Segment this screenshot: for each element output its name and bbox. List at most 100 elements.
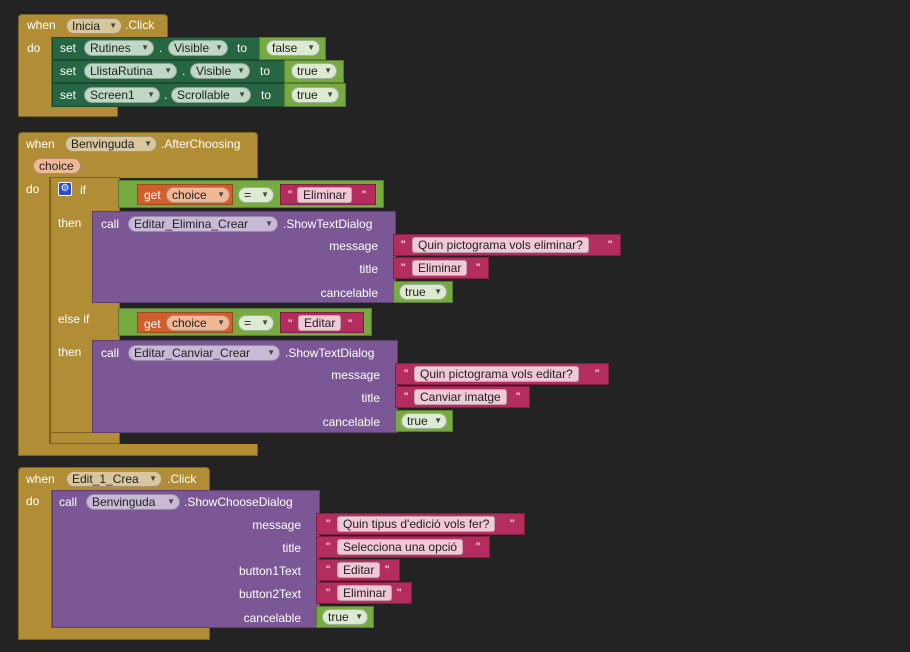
component-dropdown[interactable]: Screen1▼ [84,87,160,103]
component-dropdown[interactable]: Inicia▼ [66,18,122,34]
component-dropdown[interactable]: Benvinguda▼ [86,494,180,510]
gear-icon[interactable]: ⚙ [58,182,72,196]
message-value[interactable]: Quin pictograma vols editar? [414,366,579,382]
text-value[interactable]: Editar [298,315,342,331]
chevron-down-icon: ▼ [355,612,363,621]
boolean-dropdown[interactable]: true▼ [322,609,368,625]
close-quote: " [397,586,402,600]
message-label: message [252,518,301,532]
call-label: call [101,346,120,360]
chevron-down-icon: ▼ [141,43,149,52]
title-label: title [361,391,380,405]
button2text-label: button2Text [238,587,301,601]
dot-label: . [159,41,163,55]
chevron-down-icon: ▼ [307,43,315,52]
close-quote: " [608,238,613,252]
call-block[interactable] [52,490,320,628]
chevron-down-icon: ▼ [265,219,273,228]
chevron-down-icon: ▼ [147,90,155,99]
boolean-dropdown[interactable]: true▼ [291,63,337,79]
cancelable-label: cancelable [320,286,378,300]
title-value[interactable]: Selecciona una opció [337,539,464,555]
chevron-down-icon: ▼ [326,90,334,99]
open-quote: " [401,261,406,275]
open-quote: " [288,188,293,202]
set-label: set [60,64,77,78]
title-value[interactable]: Eliminar [412,260,468,276]
when-label: when [26,137,55,151]
open-quote: " [326,586,331,600]
event-body-left [18,490,52,630]
event-footer [18,444,258,456]
cancelable-label: cancelable [322,415,380,429]
chevron-down-icon: ▼ [267,348,275,357]
message-label: message [331,368,380,382]
close-quote: " [348,317,353,331]
close-quote: " [362,188,367,202]
else-if-label: else if [58,312,90,326]
then-label: then [58,216,82,230]
property-dropdown[interactable]: Visible▼ [168,40,228,56]
do-label: do [26,494,40,508]
text-value[interactable]: Eliminar [297,187,353,203]
boolean-dropdown[interactable]: true▼ [291,87,339,103]
open-quote: " [404,390,409,404]
to-label: to [260,64,271,78]
boolean-dropdown[interactable]: false▼ [266,40,320,56]
dot-label: . [164,88,168,102]
operator-dropdown[interactable]: =▼ [238,187,274,203]
chevron-down-icon: ▼ [237,66,245,75]
button1text-label: button1Text [238,564,301,578]
method-name: .ShowTextDialog [283,217,373,231]
chevron-down-icon: ▼ [238,90,246,99]
button1-value[interactable]: Editar [337,562,381,578]
boolean-dropdown[interactable]: true▼ [399,284,447,300]
close-quote: " [595,367,600,381]
set-label: set [60,41,77,55]
component-dropdown[interactable]: LlistaRutina▼ [84,63,177,79]
method-name: .ShowTextDialog [285,346,375,360]
component-dropdown[interactable]: Editar_Canviar_Crear▼ [128,345,280,361]
open-quote: " [326,540,331,554]
chevron-down-icon: ▼ [164,66,172,75]
component-dropdown[interactable]: Rutines▼ [84,40,154,56]
event-name: .Click [167,472,197,486]
property-dropdown[interactable]: Visible▼ [190,63,250,79]
when-label: when [26,472,55,486]
variable-dropdown[interactable]: choice▼ [166,315,230,331]
get-label: get [144,317,161,331]
chevron-down-icon: ▼ [324,66,332,75]
event-parameter[interactable]: choice [33,158,81,174]
component-dropdown[interactable]: Editar_Elimina_Crear▼ [128,216,278,232]
chevron-down-icon: ▼ [149,474,157,483]
property-dropdown[interactable]: Scrollable▼ [171,87,251,103]
to-label: to [261,88,272,102]
get-label: get [144,188,161,202]
do-label: do [26,182,40,196]
message-value[interactable]: Quin pictograma vols eliminar? [412,237,589,253]
operator-dropdown[interactable]: =▼ [238,315,274,331]
cancelable-label: cancelable [243,611,301,625]
method-name: .ShowChooseDialog [184,495,293,509]
variable-dropdown[interactable]: choice▼ [166,187,230,203]
chevron-down-icon: ▼ [144,139,152,148]
dot-label: . [182,64,186,78]
call-label: call [59,495,78,509]
chevron-down-icon: ▼ [109,21,117,30]
event-body-left [18,37,52,110]
chevron-down-icon: ▼ [217,190,225,199]
message-value[interactable]: Quin tipus d'edició vols fer? [337,516,496,532]
chevron-down-icon: ▼ [261,318,269,327]
message-label: message [329,239,378,253]
chevron-down-icon: ▼ [261,190,269,199]
title-value[interactable]: Canviar imatge [414,389,507,405]
chevron-down-icon: ▼ [434,416,442,425]
component-dropdown[interactable]: Benvinguda▼ [65,136,157,152]
event-body-left [18,177,50,447]
button2-value[interactable]: Eliminar [337,585,393,601]
component-dropdown[interactable]: Edit_1_Crea▼ [66,471,162,487]
to-label: to [237,41,248,55]
close-quote: " [385,563,390,577]
boolean-dropdown[interactable]: true▼ [401,413,447,429]
close-quote: " [516,390,521,404]
